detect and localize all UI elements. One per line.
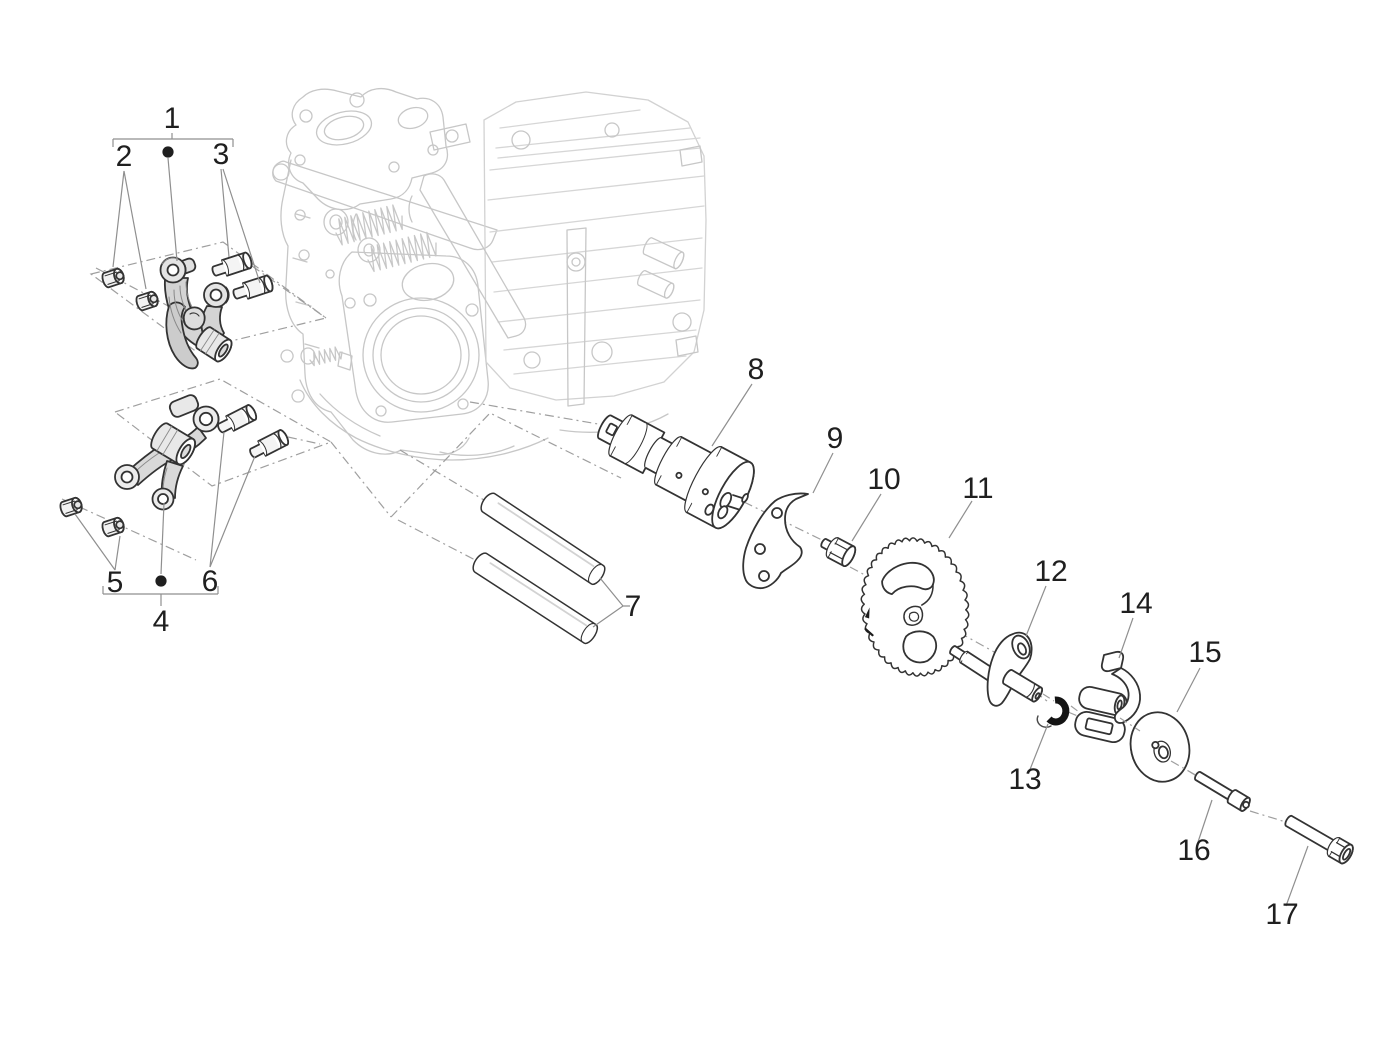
svg-text:10: 10 bbox=[867, 463, 900, 496]
svg-text:9: 9 bbox=[827, 422, 844, 455]
svg-text:5: 5 bbox=[107, 566, 124, 599]
svg-text:16: 16 bbox=[1177, 834, 1210, 867]
svg-text:2: 2 bbox=[116, 140, 133, 173]
svg-text:7: 7 bbox=[625, 590, 642, 623]
svg-text:6: 6 bbox=[202, 565, 219, 598]
svg-text:1: 1 bbox=[164, 102, 181, 135]
svg-text:11: 11 bbox=[962, 472, 993, 505]
svg-text:13: 13 bbox=[1008, 763, 1041, 796]
svg-text:12: 12 bbox=[1034, 555, 1067, 588]
svg-text:17: 17 bbox=[1265, 898, 1298, 931]
svg-text:14: 14 bbox=[1119, 587, 1152, 620]
svg-text:3: 3 bbox=[213, 138, 230, 171]
svg-text:15: 15 bbox=[1188, 636, 1221, 669]
svg-text:4: 4 bbox=[153, 605, 170, 638]
svg-text:8: 8 bbox=[748, 353, 765, 386]
